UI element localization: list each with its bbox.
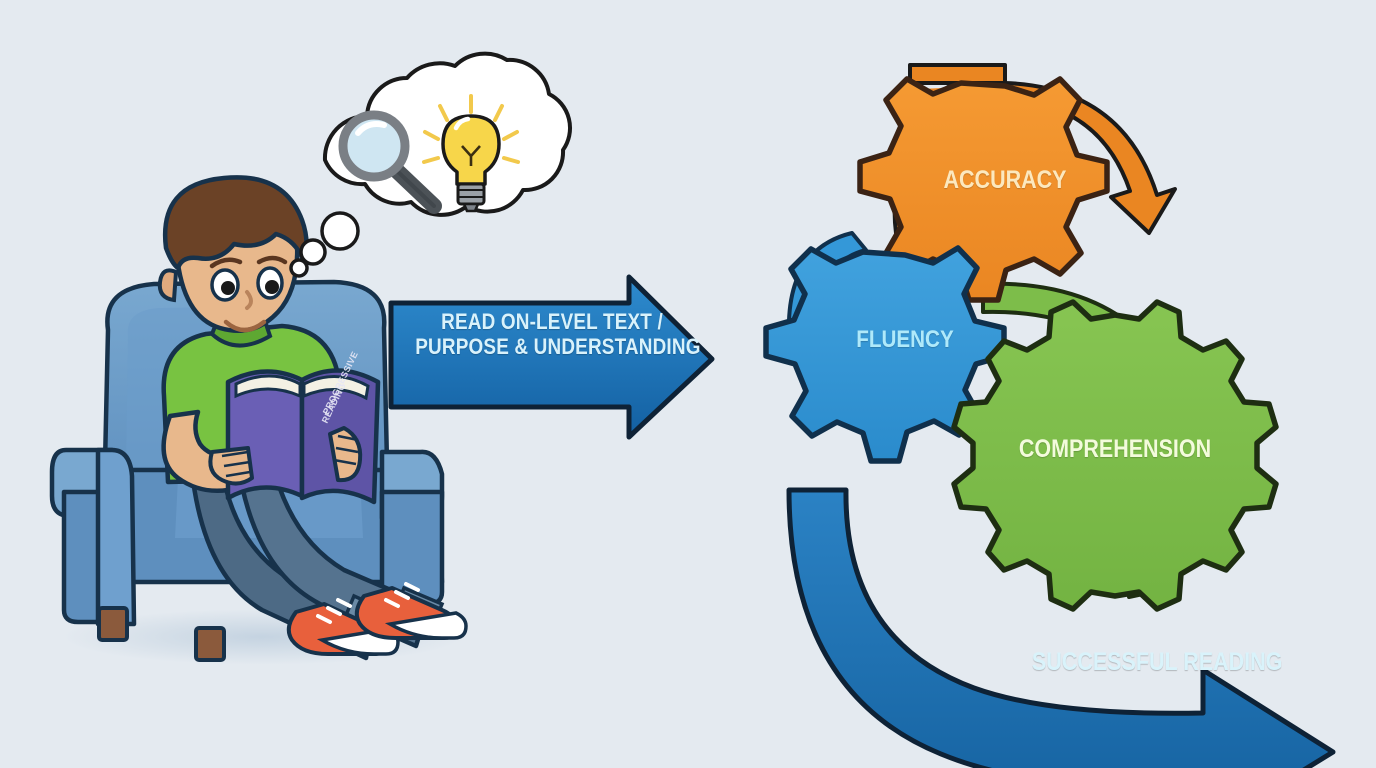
thought-bubble-group — [289, 51, 572, 278]
lightbulb-filament — [461, 145, 481, 166]
hand-right — [328, 426, 363, 483]
mouth — [223, 319, 267, 333]
lightbulb-rays — [422, 94, 520, 164]
shoe-left-stripes — [316, 598, 352, 624]
hair — [162, 175, 309, 271]
gear-comprehension-body[interactable] — [951, 299, 1279, 612]
brow-left — [209, 257, 243, 269]
book-pages-right — [302, 374, 370, 401]
gear-fluency[interactable] — [763, 245, 1007, 464]
hand-left-fingers — [221, 450, 251, 478]
brow-right — [256, 255, 288, 265]
read-on-level-arrow[interactable] — [388, 274, 715, 440]
lightbulb-icon — [422, 94, 520, 213]
gear-comprehension[interactable] — [951, 299, 1279, 612]
ear — [157, 268, 179, 303]
magnifier-handle — [387, 161, 442, 214]
shoe-right-stripes — [384, 582, 420, 608]
thought-bubble-dot-small — [289, 258, 309, 278]
magnifier-handle-shade — [393, 167, 436, 208]
lightbulb-glint — [453, 116, 471, 131]
pupil-left — [221, 281, 235, 295]
magnifying-glass-icon — [338, 110, 442, 214]
chair-armrest-left-inner — [95, 447, 137, 627]
lightbulb-tip — [462, 202, 480, 213]
lightbulb-base — [456, 182, 486, 206]
shoe-right-sole — [384, 611, 468, 640]
gear-fluency-body[interactable] — [763, 245, 1007, 464]
chair-leg-mid — [194, 626, 226, 662]
nose — [245, 290, 253, 310]
successful-reading-arrow[interactable] — [786, 487, 1336, 768]
pupil-right — [265, 280, 279, 294]
lightbulb-base-threads — [459, 189, 483, 198]
book-pages-left — [234, 374, 302, 399]
boy-reading-illustration — [49, 175, 468, 665]
thought-bubble-dot-large — [320, 211, 360, 251]
hand-right-fingers — [333, 434, 359, 466]
chair-leg-left — [97, 606, 129, 642]
thought-bubble-dot-medium — [299, 238, 327, 266]
magnifier-glint — [355, 121, 387, 136]
